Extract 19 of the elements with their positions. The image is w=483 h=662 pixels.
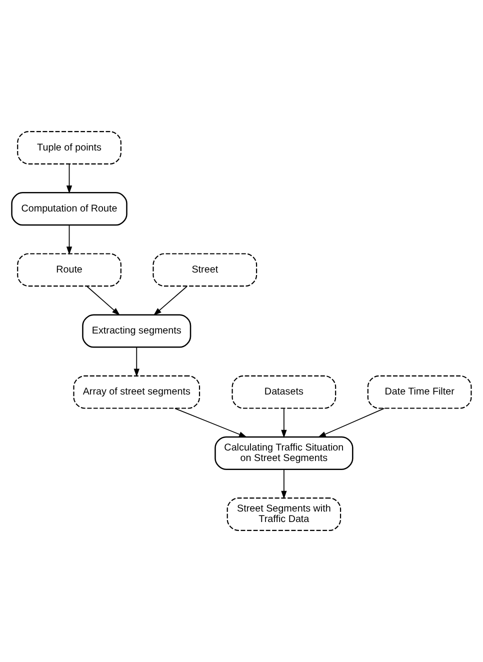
node-box: Extracting segments	[82, 314, 192, 348]
arrow	[281, 408, 287, 438]
arrow	[318, 408, 385, 438]
node-box: Array of street segments	[73, 375, 200, 409]
node-box: Route	[17, 253, 122, 287]
arrow	[153, 286, 188, 316]
node-box: Computation of Route	[11, 192, 128, 226]
node-box: Street Segments with Traffic Data	[226, 498, 342, 531]
node-box: Tuple of points	[17, 131, 122, 164]
node-box: Date Time Filter	[367, 375, 472, 409]
arrow	[66, 164, 72, 194]
arrow	[134, 347, 140, 377]
arrow	[86, 286, 120, 316]
arrow	[174, 408, 248, 438]
node-box: Datasets	[232, 375, 336, 409]
node-box: Street	[152, 253, 258, 287]
arrow	[281, 469, 287, 500]
node-box: Calculating Traffic Situation on Street Segments	[214, 436, 354, 470]
arrow	[66, 224, 72, 255]
